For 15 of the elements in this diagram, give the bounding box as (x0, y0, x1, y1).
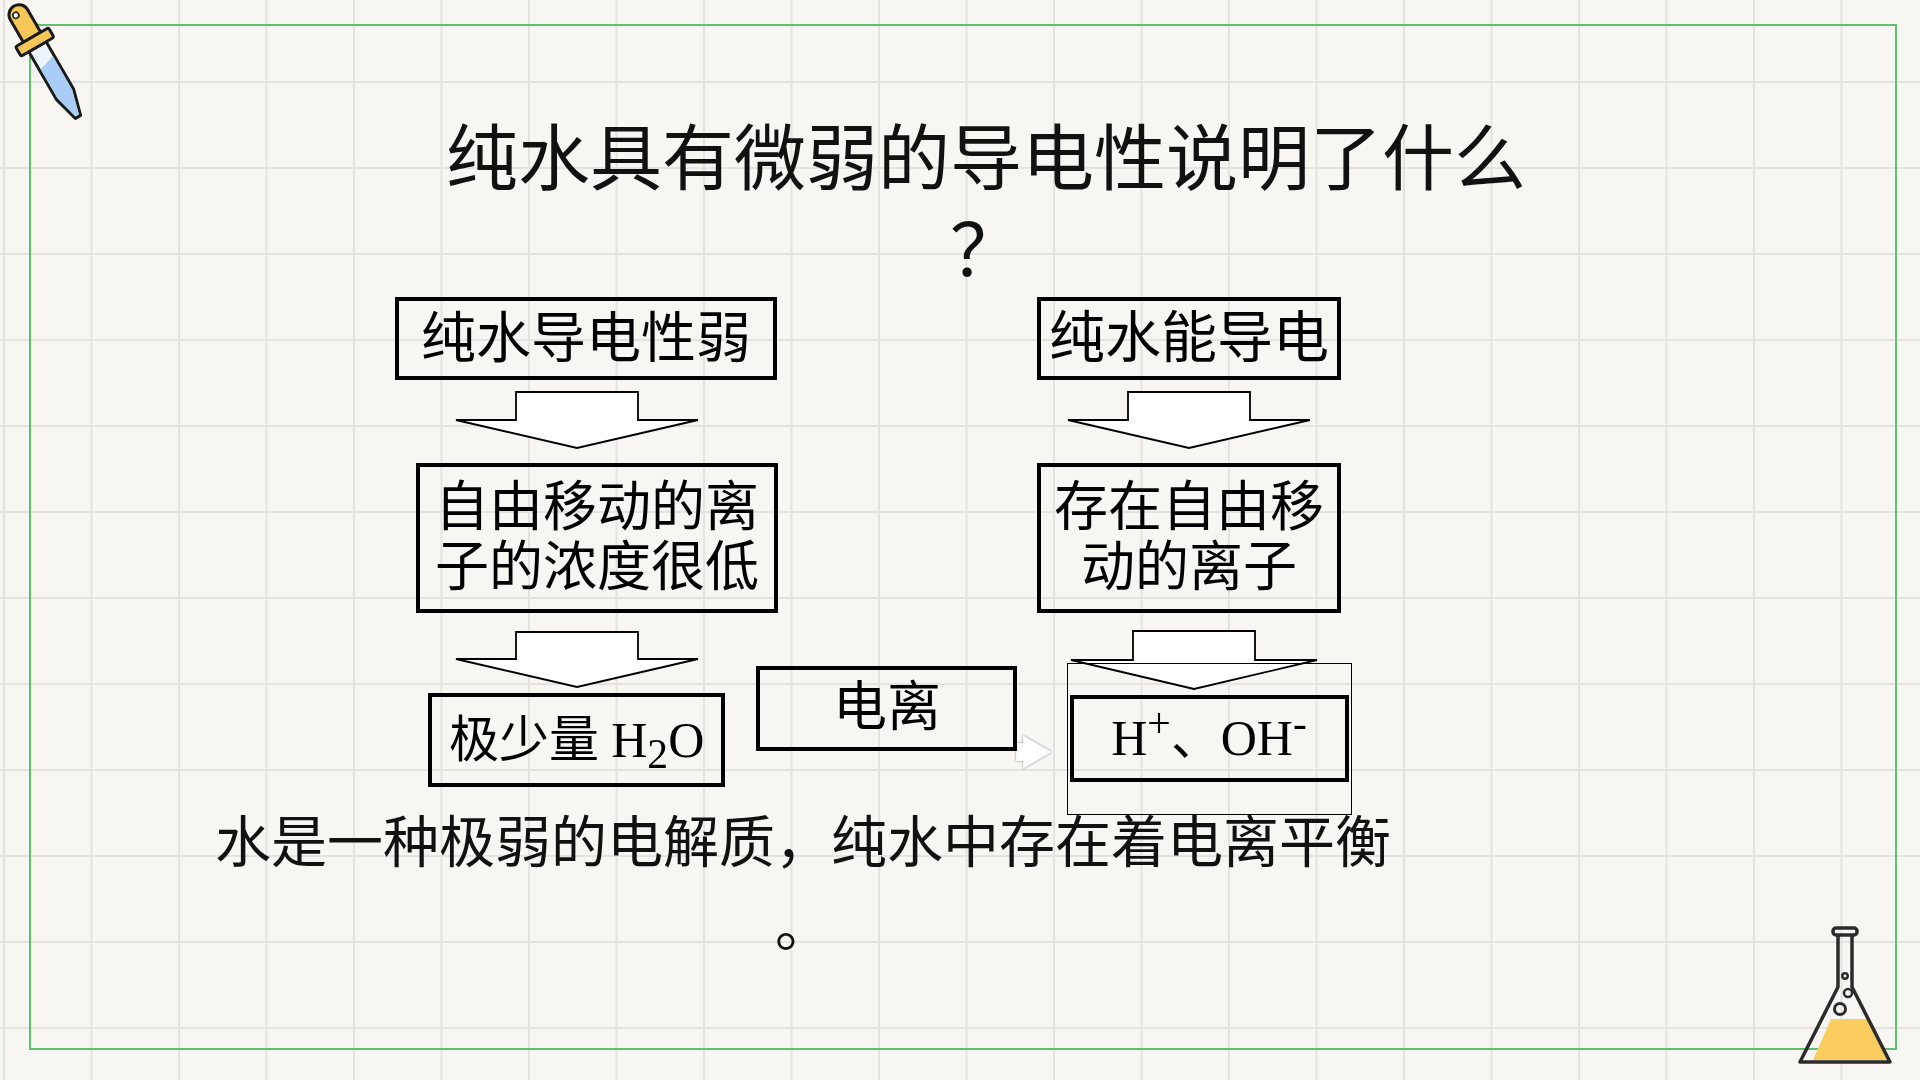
block-arrow (1070, 630, 1318, 690)
arrow (1016, 735, 1052, 769)
label-box: 电离 (756, 666, 1017, 751)
title: 纯水具有微弱的导电性说明了什么？ (445, 116, 1527, 295)
statement-box: H$^{+}$、OH$^{-}$ (1069, 694, 1349, 782)
block-arrow (455, 391, 699, 449)
note-text: 水是一种极弱的电解质，纯水中存在着电离平衡。 (214, 809, 1392, 961)
statement-box: 极少量 H$_{2}$O (428, 693, 725, 787)
block-arrow (455, 631, 699, 688)
statement-box: 纯水导电性弱 (395, 297, 777, 380)
statement-box: 存在自由移动的离子 (1037, 463, 1341, 613)
statement-box: 纯水能导电 (1037, 297, 1341, 380)
statement-box: 自由移动的离子的浓度很低 (416, 463, 778, 613)
outline-box (1067, 663, 1352, 815)
block-arrow (1067, 391, 1311, 449)
